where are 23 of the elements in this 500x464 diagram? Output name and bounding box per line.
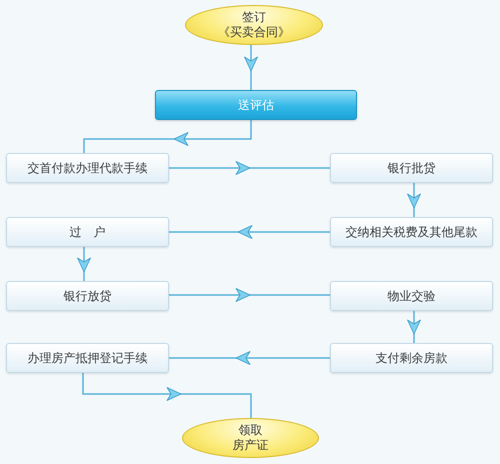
process-box: 银行批贷 — [330, 153, 493, 183]
process-box: 送评估 — [155, 90, 357, 120]
arrow — [77, 247, 91, 281]
process-box: 办理房产抵押登记手续 — [6, 343, 169, 373]
node-text: 签订 — [242, 10, 266, 25]
arrow — [82, 373, 252, 418]
arrow — [169, 351, 330, 365]
node-text: 领取 — [238, 423, 262, 438]
process-box: 银行放贷 — [6, 281, 169, 311]
arrow — [169, 161, 330, 175]
arrow — [169, 288, 330, 302]
node-text: 房产证 — [232, 438, 268, 453]
process-box: 交纳相关税费及其他尾款 — [330, 217, 493, 247]
arrow — [407, 183, 421, 217]
process-box: 支付剩余房款 — [330, 343, 493, 373]
arrow — [83, 120, 252, 153]
process-box: 物业交验 — [330, 281, 493, 311]
node-text: 《买卖合同》 — [218, 25, 290, 40]
process-box: 交首付款办理代款手续 — [6, 153, 169, 183]
arrow — [244, 45, 258, 90]
process-box: 过 户 — [6, 217, 169, 247]
arrow — [169, 225, 330, 239]
arrow — [407, 311, 421, 343]
